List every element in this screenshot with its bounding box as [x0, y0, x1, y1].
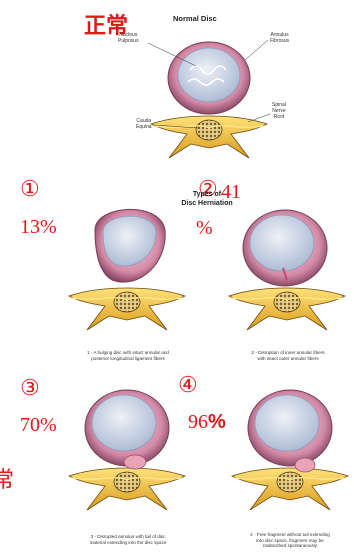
caption-type-3-line-2: material extending into the disc space — [90, 540, 167, 545]
annotation-type-1-number: ① — [20, 176, 40, 202]
normal-disc-title: Normal Disc — [173, 14, 217, 23]
types-heading: Types of Disc Herniation — [172, 190, 242, 208]
label-cauda-equina: Cauda Equina — [136, 118, 152, 130]
caption-type-2: 2 - Disruption of inner annular fibers w… — [230, 350, 346, 361]
caption-type-2-line-2: with intact outer annular fibers — [257, 356, 318, 361]
caption-type-4-line-1: 4 - Free fragment without tail extending — [250, 532, 330, 537]
types-heading-line-2: Disc Herniation — [181, 200, 232, 207]
annotation-type-3-percent: 70% — [20, 414, 57, 437]
label-cauda-line-2: Equina — [136, 124, 152, 130]
label-spinal-nerve-root: Spinal Nerve Root — [272, 102, 286, 120]
caption-type-2-line-1: 2 - Disruption of inner annular fibers — [251, 350, 324, 355]
annotation-type-2-percent-sign: % — [196, 217, 213, 240]
normal-disc-figure — [148, 40, 270, 158]
types-heading-line-1: Types of — [193, 191, 221, 198]
caption-type-1-line-1: 1 - A bulging disc with intact annular a… — [87, 350, 169, 355]
caption-type-4-line-2: into disc space, fragment may be — [256, 538, 323, 543]
annotation-type-4-percent-sign: % — [208, 411, 226, 434]
caption-type-3-line-1: 3 - Disrupted annulus with tail of disc — [91, 534, 166, 539]
type-3-figure — [69, 390, 185, 510]
label-nucleus-line-2: Pulposus — [118, 38, 139, 44]
label-annulus-fibrosus: Annulus Fibrosus — [270, 32, 289, 44]
annotation-type-1-percent: 13% — [20, 216, 57, 239]
caption-type-4-line-3: reabsorbed spontaneously — [263, 543, 317, 548]
annotation-type-3-number: ③ — [20, 375, 40, 401]
annotation-type-4-percent-value: 96 — [188, 411, 208, 434]
annotation-type-4-number: ④ — [178, 372, 198, 398]
annotation-side-mark: 常 — [0, 462, 14, 494]
caption-type-3: 3 - Disrupted annulus with tail of disc … — [64, 534, 192, 545]
caption-type-4: 4 - Free fragment without tail extending… — [228, 532, 352, 549]
type-2-figure — [229, 210, 345, 330]
caption-type-1: 1 - A bulging disc with intact annular a… — [66, 350, 190, 361]
label-spinal-line-3: Root — [274, 114, 285, 120]
label-annulus-line-2: Fibrosus — [270, 38, 289, 44]
type-4-figure — [232, 390, 348, 510]
label-nucleus-pulposus: Nucleus Pulposus — [118, 32, 139, 44]
caption-type-1-line-2: posterior longitudinal ligament fibers — [91, 356, 165, 361]
type-1-figure — [69, 209, 185, 330]
